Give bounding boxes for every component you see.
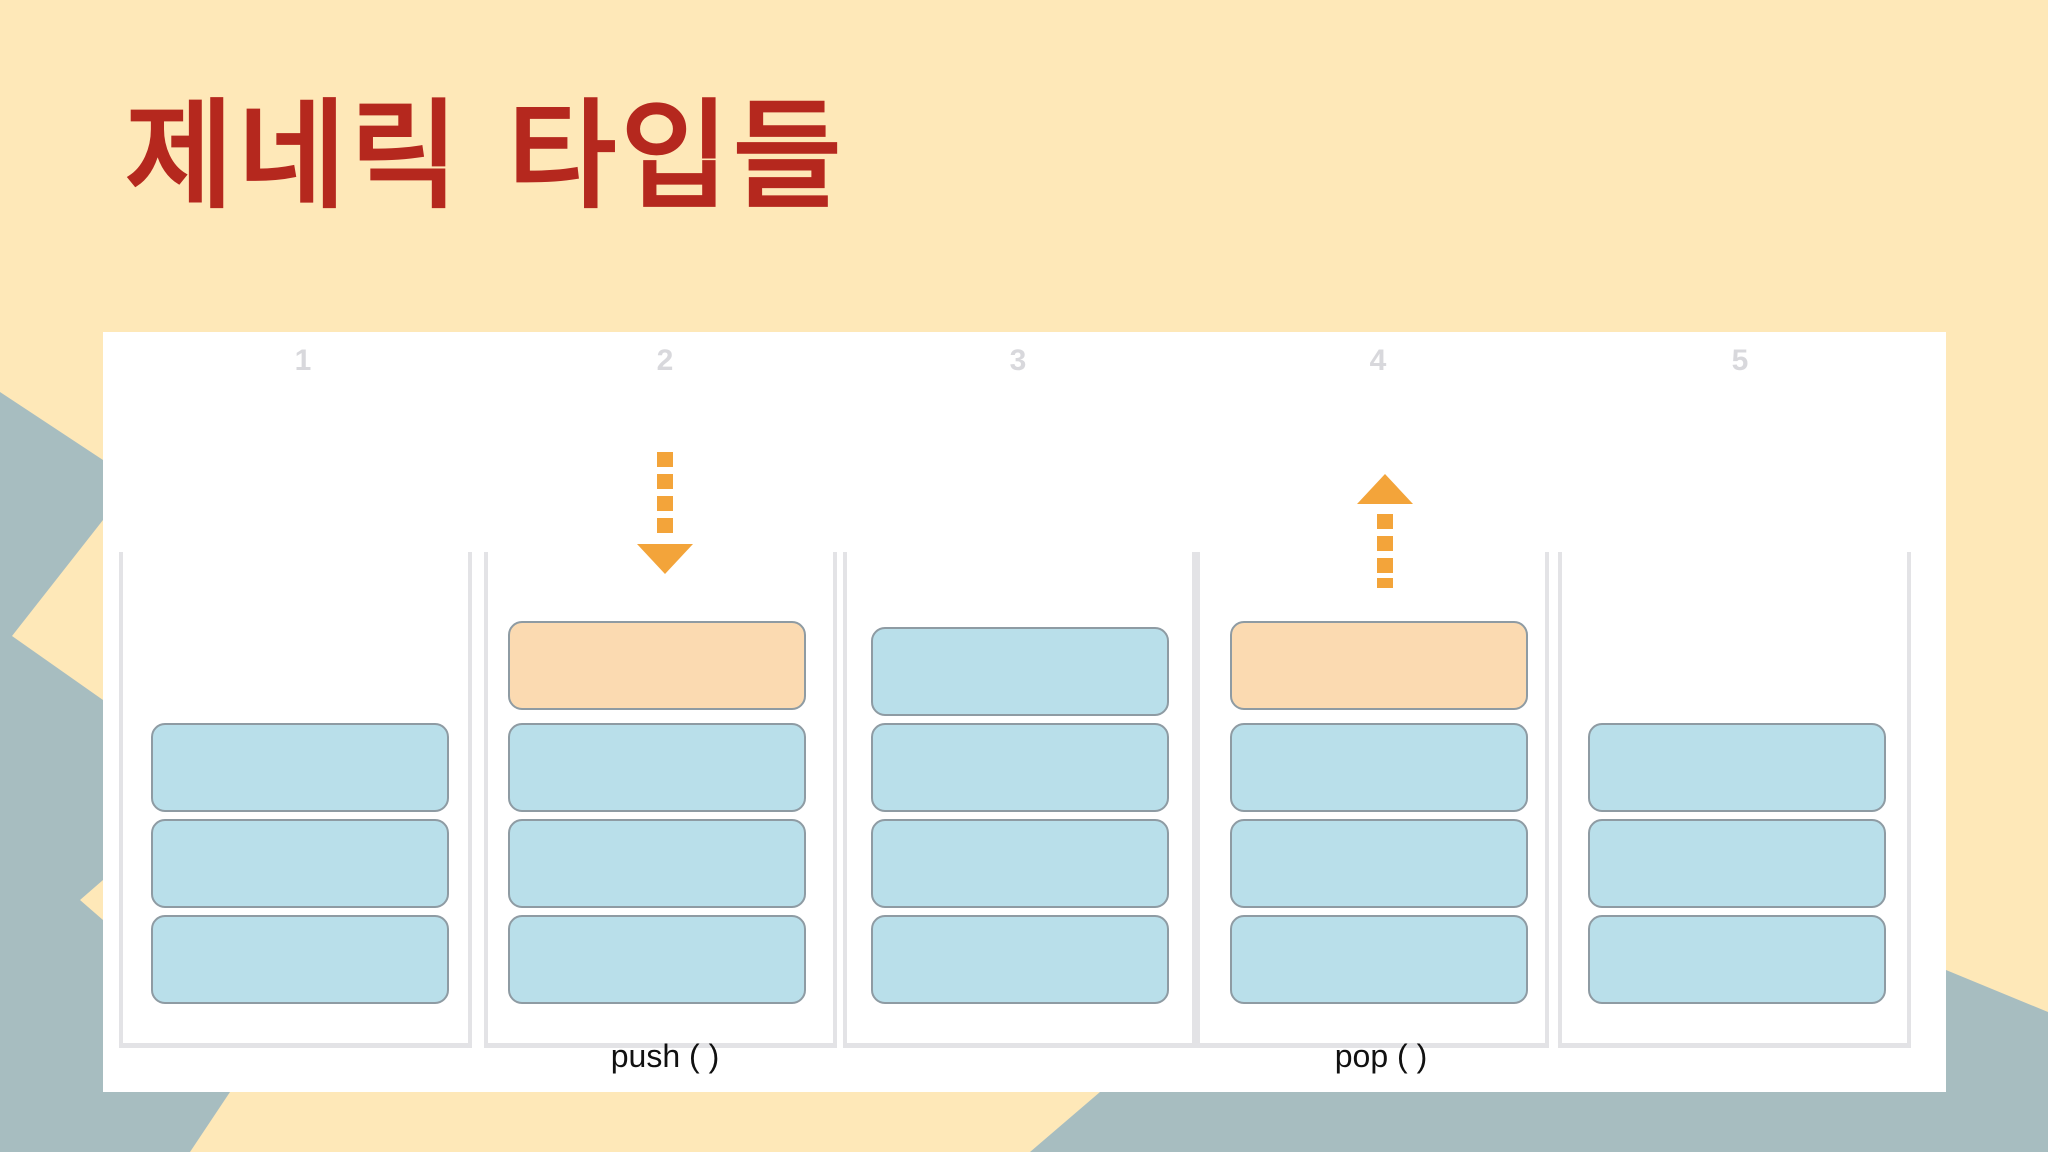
stack-item bbox=[1588, 915, 1886, 1004]
stack-item bbox=[1230, 723, 1528, 812]
step-number-1: 1 bbox=[294, 344, 312, 377]
popped-item bbox=[1230, 621, 1528, 710]
push-operation-label: push ( ) bbox=[610, 1038, 720, 1074]
stack-column-2 bbox=[484, 552, 837, 1048]
step-number-3: 3 bbox=[1009, 344, 1027, 377]
push-arrow-down-icon bbox=[637, 452, 693, 574]
stack-item bbox=[151, 819, 449, 908]
pushed-item bbox=[508, 621, 806, 710]
stack-column-1 bbox=[119, 552, 472, 1048]
stack-item bbox=[871, 627, 1169, 716]
pop-operation-label: pop ( ) bbox=[1334, 1038, 1428, 1074]
stack-column-5 bbox=[1558, 552, 1911, 1048]
stack-column-3 bbox=[843, 552, 1196, 1048]
background-shape-bottom bbox=[103, 1092, 230, 1152]
stack-column-4 bbox=[1196, 552, 1549, 1048]
stack-item bbox=[151, 723, 449, 812]
stack-item bbox=[871, 723, 1169, 812]
stack-item bbox=[871, 819, 1169, 908]
stack-item bbox=[508, 915, 806, 1004]
stack-item bbox=[1230, 819, 1528, 908]
pop-arrow-up-icon bbox=[1357, 474, 1413, 588]
stack-item bbox=[508, 723, 806, 812]
background-shape-left bbox=[0, 392, 103, 1152]
stack-item bbox=[1230, 915, 1528, 1004]
background-shape-right bbox=[1030, 970, 2048, 1152]
stack-diagram-panel: 1 2 push ( ) 3 4 bbox=[103, 332, 1946, 1092]
step-number-4: 4 bbox=[1369, 344, 1387, 377]
stack-item bbox=[871, 915, 1169, 1004]
step-number-5: 5 bbox=[1731, 344, 1749, 377]
stack-item bbox=[508, 819, 806, 908]
step-number-2: 2 bbox=[656, 344, 674, 377]
stack-item bbox=[1588, 819, 1886, 908]
stack-item bbox=[1588, 723, 1886, 812]
stack-item bbox=[151, 915, 449, 1004]
slide-title: 제네릭 타입들 bbox=[125, 87, 846, 225]
